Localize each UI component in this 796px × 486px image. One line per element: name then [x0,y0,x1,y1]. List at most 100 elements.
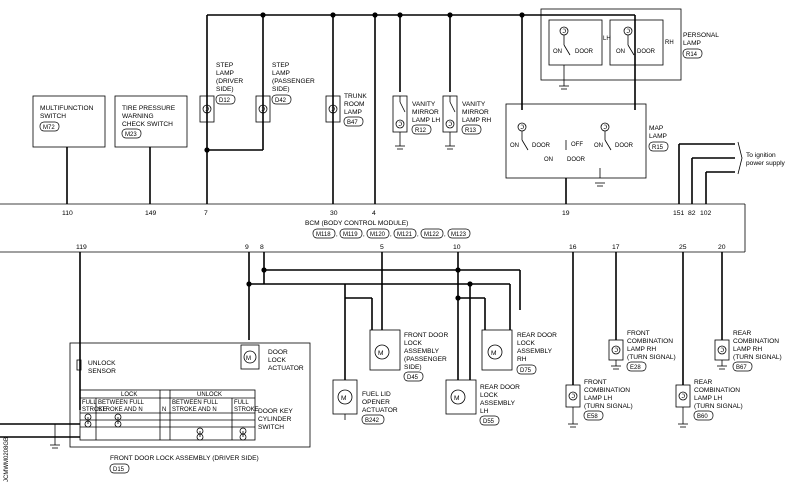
svg-text:ASSEMBLY: ASSEMBLY [404,348,440,355]
svg-text:ACTUATOR: ACTUATOR [362,407,398,414]
svg-text:DOOR: DOOR [615,143,634,149]
svg-text:LAMP: LAMP [272,70,291,77]
svg-text:ASSEMBLY: ASSEMBLY [517,348,553,355]
svg-text:LOCK: LOCK [404,340,423,347]
figure-id: JCMWM0208GB [4,437,10,482]
svg-text:LAMP: LAMP [683,40,702,47]
driver-side-wiring [0,423,80,449]
svg-text:MIRROR: MIRROR [412,109,439,116]
code-r12: R12 [415,128,427,134]
svg-text:LAMP: LAMP [344,109,363,116]
svg-text:ℑ: ℑ [331,106,336,113]
svg-text:ACTUATOR: ACTUATOR [268,365,304,372]
svg-text:OPENER: OPENER [362,399,390,406]
svg-text:FRONT DOOR: FRONT DOOR [404,332,448,339]
svg-text:LH: LH [480,408,489,415]
svg-text:CYLINDER: CYLINDER [258,416,292,423]
bcm-code-3: M120 [370,232,386,238]
code-d75: D75 [520,368,532,374]
svg-text:(TURN SIGNAL): (TURN SIGNAL) [733,354,782,361]
svg-text:ON: ON [616,49,625,55]
svg-text:ON: ON [553,49,562,55]
svg-text:,: , [444,232,446,238]
vanity-mirror-lamp-rh: ℑ VANITY MIRROR LAMP RH R13 [442,95,491,150]
svg-text:DOOR: DOOR [637,49,656,55]
svg-text:(PASSENGER: (PASSENGER [404,356,447,363]
svg-text:SIDE): SIDE) [272,86,290,93]
svg-text:FUEL LID: FUEL LID [362,391,391,398]
top-pins: 110 149 7 30 4 19 151 82 102 [62,210,712,217]
bcm-code-1: M118 [316,232,331,238]
svg-text:STROKE: STROKE [82,407,107,413]
pin-20: 20 [718,244,726,251]
svg-text:ℑ: ℑ [448,121,453,128]
bottom-wiring [79,252,723,410]
svg-text:LH: LH [603,36,611,42]
svg-text:ℑ: ℑ [603,124,608,131]
svg-text:REAR: REAR [694,379,713,386]
driver-assembly-title: FRONT DOOR LOCK ASSEMBLY (DRIVER SIDE) [110,455,259,462]
code-b67: B67 [736,365,747,371]
fuel-lid-opener: M FUEL LID OPENER ACTUATOR B242 [332,379,398,425]
svg-text:ℑ: ℑ [205,106,210,113]
pin-19: 19 [562,210,570,217]
svg-text:SENSOR: SENSOR [88,368,116,375]
svg-text:UNLOCK: UNLOCK [88,360,116,367]
svg-text:LAMP: LAMP [216,70,235,77]
svg-text:ℑ: ℑ [261,106,266,113]
svg-text:(DRIVER: (DRIVER [216,78,243,85]
rear-door-lock-lh: M REAR DOOR LOCK ASSEMBLY LH D55 [445,379,520,426]
svg-text:COMBINATION: COMBINATION [584,387,630,394]
svg-text:LOCK: LOCK [121,392,137,398]
svg-text:MULTIFUNCTION: MULTIFUNCTION [40,105,94,112]
svg-text:SIDE): SIDE) [404,364,422,371]
front-combination-lamp-rh: ℑ FRONT COMBINATION LAMP RH (TURN SIGNAL… [608,330,676,372]
pin-151: 151 [673,210,685,217]
pin-110: 110 [62,210,73,217]
svg-text:LOCK: LOCK [517,340,536,347]
svg-text:REAR DOOR: REAR DOOR [517,332,557,339]
svg-text:STEP: STEP [216,62,234,69]
svg-text:SIDE): SIDE) [216,86,234,93]
svg-text:LAMP: LAMP [649,133,668,140]
svg-text:M: M [491,350,497,357]
trunk-room-lamp: ℑ TRUNK ROOM LAMP B47 [325,93,367,127]
svg-text:LAMP RH: LAMP RH [627,346,656,353]
svg-text:(TURN SIGNAL): (TURN SIGNAL) [627,354,676,361]
svg-text:ℑ: ℑ [681,393,686,400]
bottom-pins: 119 9 8 5 10 16 17 25 20 [76,244,726,251]
pin-5: 5 [380,244,384,251]
svg-text:DOOR: DOOR [567,157,586,163]
map-lamp: ℑ ℑ ON DOOR OFF ON DOOR ON DOOR MAP LAMP… [505,103,669,187]
svg-text:STROKE AND N: STROKE AND N [98,407,143,413]
svg-text:FULL: FULL [82,400,97,406]
svg-text:UNLOCK: UNLOCK [197,392,222,398]
pin-10: 10 [453,244,461,251]
svg-text:MIRROR: MIRROR [462,109,489,116]
rear-combination-lamp-lh: ℑ REAR COMBINATION LAMP LH (TURN SIGNAL)… [675,379,743,428]
svg-text:BETWEEN FULL: BETWEEN FULL [172,400,219,406]
bcm-code-6: M123 [451,232,467,238]
code-r14: R14 [686,52,698,58]
svg-text:FRONT: FRONT [627,330,650,337]
svg-text:M: M [246,356,251,362]
svg-text:M: M [341,395,347,402]
step-lamp-passenger: ℑ STEP LAMP (PASSENGER SIDE) D42 [255,62,315,123]
bcm-module: BCM (BODY CONTROL MODULE) M118 , M119 , … [0,203,746,253]
code-m72: M72 [43,125,55,131]
svg-text:WARNING: WARNING [122,113,154,120]
svg-text:(PASSENGER: (PASSENGER [272,78,315,85]
svg-text:STROKE: STROKE [234,407,259,413]
rear-door-lock-rh: M REAR DOOR LOCK ASSEMBLY RH D75 [481,329,557,375]
code-m23: M23 [125,132,137,138]
svg-text:MAP: MAP [649,125,664,132]
pin-7: 7 [204,210,208,217]
svg-text:TRUNK: TRUNK [344,93,367,100]
svg-text:STROKE AND N: STROKE AND N [172,407,217,413]
svg-text:SWITCH: SWITCH [258,424,284,431]
svg-text:FRONT: FRONT [584,379,607,386]
code-e58: E58 [587,414,598,420]
bcm-code-4: M121 [397,232,413,238]
svg-text:DOOR: DOOR [575,49,594,55]
